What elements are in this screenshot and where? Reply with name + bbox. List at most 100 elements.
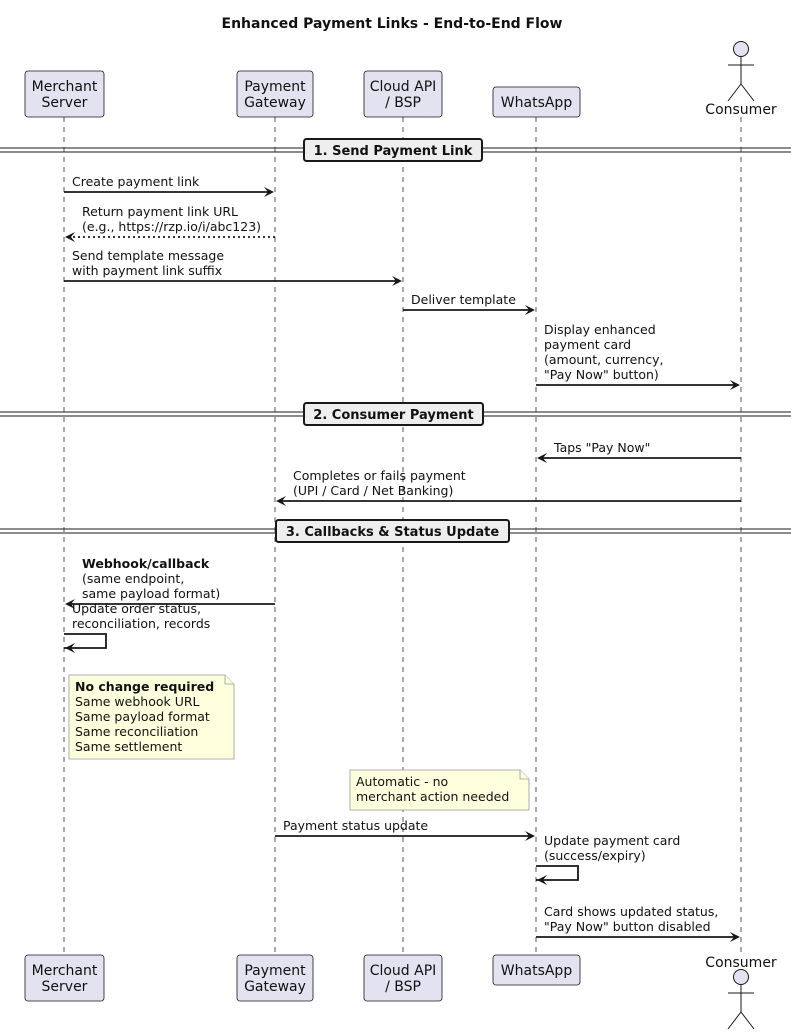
note-line: Same reconciliation bbox=[75, 724, 198, 739]
message-label: Return payment link URL bbox=[82, 204, 238, 219]
consumer-actor-icon bbox=[727, 41, 755, 102]
arrowhead bbox=[392, 276, 402, 286]
message-label: Update payment card bbox=[544, 833, 680, 848]
message-label: (UPI / Card / Net Banking) bbox=[293, 483, 453, 498]
note-line: Same webhook URL bbox=[75, 694, 200, 709]
group-label-box bbox=[275, 519, 510, 543]
message-2: Return payment link URL(e.g., https://rz… bbox=[65, 204, 275, 242]
message-11: Update payment card(success/expiry) bbox=[536, 833, 680, 885]
participant-consumer-bottom: Consumer bbox=[705, 955, 777, 1030]
consumer-actor-icon bbox=[727, 969, 755, 1030]
group-dividers: 1. Send Payment Link 2. Consumer Payment 3… bbox=[0, 138, 791, 543]
arrowhead bbox=[730, 932, 740, 942]
diagram-title: Enhanced Payment Links - End-to-End Flow bbox=[222, 16, 563, 32]
message-9: Update order status,reconciliation, reco… bbox=[64, 601, 210, 653]
message-label: (same endpoint, bbox=[82, 571, 184, 586]
group-label: 2. Consumer Payment bbox=[313, 408, 473, 423]
group-divider-2: 2. Consumer Payment bbox=[0, 402, 791, 426]
participant-box bbox=[492, 954, 581, 986]
message-label: Completes or fails payment bbox=[293, 468, 466, 483]
participant-label: Merchant bbox=[32, 963, 98, 979]
message-label: same payload format) bbox=[82, 586, 220, 601]
message-label: Webhook/callback bbox=[82, 556, 210, 571]
arrowhead bbox=[264, 187, 274, 197]
participant-label: Payment bbox=[244, 963, 306, 979]
participant-consumer-top: Consumer bbox=[705, 41, 777, 118]
message-8: Webhook/callback(same endpoint,same payl… bbox=[65, 556, 275, 609]
note-box bbox=[68, 674, 235, 760]
note-line: No change required bbox=[75, 679, 214, 694]
message-label: Send template message bbox=[72, 248, 224, 263]
note-line: Same payload format bbox=[75, 709, 210, 724]
note-line: Same settlement bbox=[75, 739, 182, 754]
message-4: Deliver template bbox=[403, 292, 535, 315]
participant-label: Server bbox=[42, 979, 88, 995]
participant-label: Payment bbox=[244, 79, 306, 95]
arrowhead bbox=[65, 599, 75, 609]
message-label: Card shows updated status, bbox=[544, 904, 718, 919]
message-10: Payment status update bbox=[275, 818, 535, 841]
participants: MerchantServerMerchantServerPaymentGatew… bbox=[24, 41, 777, 1030]
arrowhead bbox=[537, 453, 547, 463]
participant-label: WhatsApp bbox=[501, 963, 573, 979]
message-label: (success/expiry) bbox=[544, 848, 646, 863]
arrowhead bbox=[65, 643, 75, 653]
group-divider-1: 1. Send Payment Link bbox=[0, 138, 791, 162]
group-label: 3. Callbacks & Status Update bbox=[286, 525, 500, 540]
note-fold bbox=[224, 675, 234, 685]
participant-cloud-top: Cloud API/ BSP bbox=[363, 70, 443, 118]
group-label-box bbox=[303, 402, 484, 426]
participant-whatsapp-top: WhatsApp bbox=[492, 86, 581, 118]
participant-box bbox=[236, 70, 314, 118]
self-message-arrow bbox=[536, 865, 579, 881]
participant-label: / BSP bbox=[385, 979, 421, 995]
group-divider-3: 3. Callbacks & Status Update bbox=[0, 519, 791, 543]
message-label: Taps "Pay Now" bbox=[553, 440, 650, 455]
arrowhead bbox=[525, 831, 535, 841]
group-label: 1. Send Payment Link bbox=[314, 144, 473, 159]
message-label: payment card bbox=[544, 337, 631, 352]
note-box bbox=[349, 769, 530, 811]
message-12: Card shows updated status,"Pay Now" butt… bbox=[536, 904, 740, 942]
participant-label: / BSP bbox=[385, 95, 421, 111]
arrowhead bbox=[730, 380, 740, 390]
note-line: merchant action needed bbox=[356, 789, 509, 804]
participant-cloud-bottom: Cloud API/ BSP bbox=[363, 954, 443, 1002]
participant-label: Gateway bbox=[244, 979, 306, 995]
arrowhead bbox=[276, 496, 286, 506]
message-1: Create payment link bbox=[64, 174, 274, 197]
message-label: "Pay Now" button disabled bbox=[544, 919, 711, 934]
participant-box bbox=[24, 954, 105, 1002]
participant-label: Merchant bbox=[32, 79, 98, 95]
note-fold bbox=[519, 770, 529, 780]
message-label: "Pay Now" button) bbox=[544, 367, 659, 382]
arrowhead bbox=[65, 232, 75, 242]
message-6: Taps "Pay Now" bbox=[537, 440, 741, 463]
group-label-box bbox=[303, 138, 483, 162]
message-label: reconciliation, records bbox=[72, 616, 210, 631]
message-label: (amount, currency, bbox=[544, 352, 664, 367]
participant-label: Cloud API bbox=[370, 79, 437, 95]
participant-box bbox=[363, 954, 443, 1002]
arrowhead bbox=[537, 875, 547, 885]
participant-label: Server bbox=[42, 95, 88, 111]
message-label: Create payment link bbox=[72, 174, 200, 189]
arrowhead bbox=[525, 305, 535, 315]
participant-label: WhatsApp bbox=[501, 95, 573, 111]
participant-label: Consumer bbox=[705, 102, 777, 118]
message-label: with payment link suffix bbox=[72, 263, 222, 278]
message-label: Update order status, bbox=[72, 601, 201, 616]
participant-label: Cloud API bbox=[370, 963, 437, 979]
participant-box bbox=[492, 86, 581, 118]
participant-label: Gateway bbox=[244, 95, 306, 111]
